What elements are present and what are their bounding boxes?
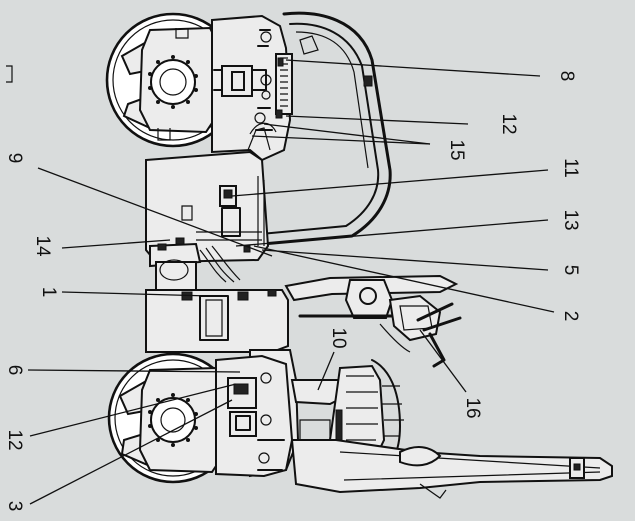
- leader-2: [253, 245, 555, 313]
- leader-3: [29, 399, 233, 505]
- leader-12-bottom: [29, 383, 237, 437]
- rear-frame-block: [145, 289, 289, 353]
- callouts: 8 12 15 11 13 9 14 5 1 2 10 16 6 12 3: [4, 71, 581, 512]
- rops-frame: [238, 11, 392, 248]
- front-frame: [211, 14, 292, 162]
- callout-3: 3: [4, 501, 25, 512]
- leader-13: [235, 219, 549, 247]
- leader-14: [61, 239, 171, 249]
- leader-16: [419, 329, 467, 393]
- leader-10: [317, 351, 335, 391]
- leader-11: [231, 169, 549, 197]
- callout-12-bottom: 12: [4, 429, 25, 450]
- callout-14: 14: [32, 235, 53, 257]
- leader-lines: [27, 59, 555, 505]
- callout-10: 10: [328, 327, 349, 348]
- callout-15: 15: [446, 139, 467, 160]
- edge-mark: [6, 65, 13, 83]
- callout-2: 2: [560, 311, 581, 322]
- callout-6: 6: [4, 365, 25, 376]
- articulation-joint: [149, 237, 251, 291]
- leader-9: [37, 167, 273, 257]
- callout-16: 16: [462, 397, 483, 418]
- callout-9: 9: [4, 153, 25, 164]
- leader-1: [61, 291, 211, 297]
- leader-15a: [263, 123, 431, 145]
- rear-drum: [107, 352, 239, 484]
- leader-12-top: [285, 115, 469, 125]
- callout-8: 8: [556, 71, 577, 82]
- callout-1: 1: [38, 287, 59, 298]
- callout-12-top: 12: [498, 113, 519, 134]
- leader-15b: [251, 135, 431, 145]
- leader-8: [285, 59, 541, 77]
- leader-6: [27, 369, 241, 373]
- front-decal-strip: [275, 53, 293, 119]
- callout-5: 5: [560, 265, 581, 276]
- rear-frame-plate: [215, 354, 294, 478]
- callout-11: 11: [560, 158, 581, 178]
- callout-13: 13: [560, 209, 581, 230]
- front-drum: [105, 12, 241, 148]
- leader-5: [261, 249, 549, 271]
- rear-tow-bar: [290, 439, 613, 499]
- steering-assembly: [284, 274, 462, 368]
